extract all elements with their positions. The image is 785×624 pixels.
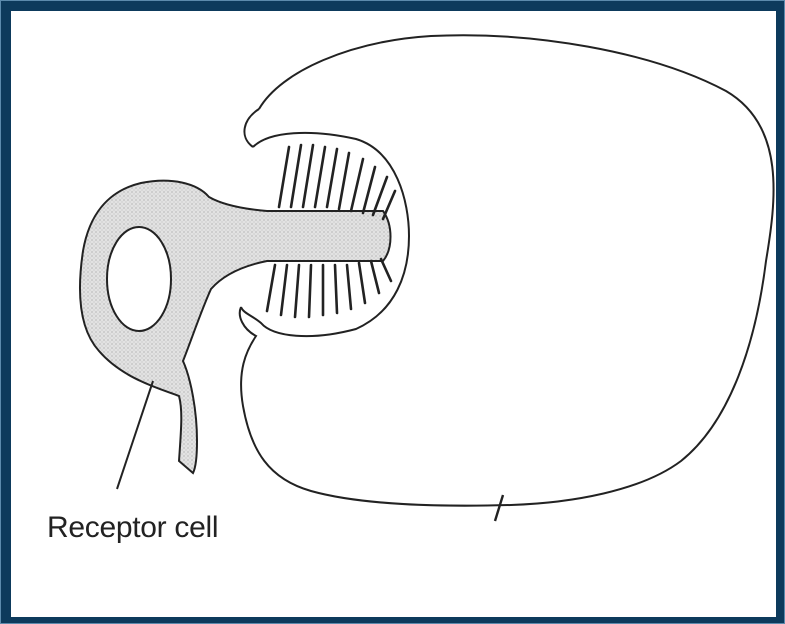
large-cell-notch-top [244,109,259,147]
bottom-tick-mark [495,495,503,521]
receptor-cell-label: Receptor cell [47,511,218,545]
receptor-leader-line [117,381,153,489]
receptor-nucleus [107,227,171,331]
diagram-panel: Receptor cell [11,11,776,617]
